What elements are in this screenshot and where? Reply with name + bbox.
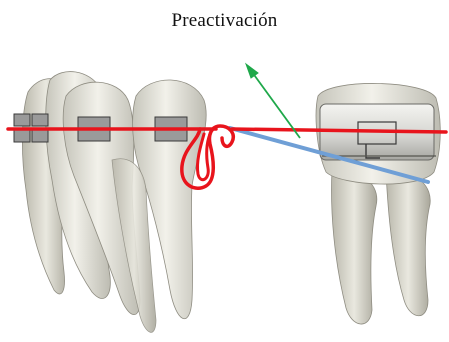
force-arrow-icon xyxy=(246,64,300,138)
premolar-teeth xyxy=(22,72,206,333)
molar-root-distal xyxy=(386,172,430,316)
molar-tooth xyxy=(316,83,440,324)
molar-root-mesial xyxy=(332,170,377,324)
